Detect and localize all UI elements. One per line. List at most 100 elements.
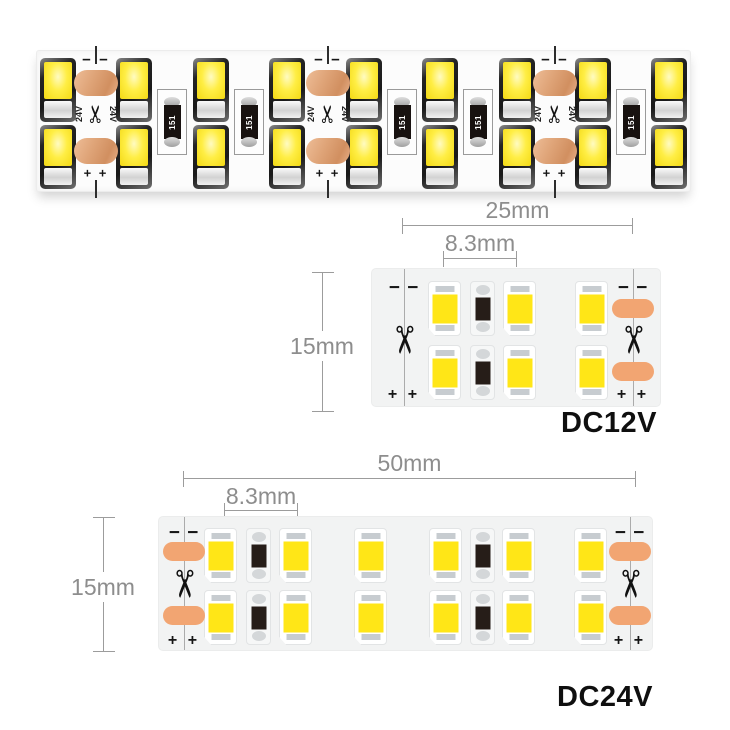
led-phosphor	[578, 541, 603, 570]
led-chip	[503, 281, 536, 336]
scissors-icon: ✂	[162, 568, 206, 600]
led-phosphor	[197, 62, 225, 99]
resistor-code: 151	[167, 114, 177, 130]
resistor: 151	[157, 89, 187, 155]
resistor-body	[475, 606, 490, 629]
scissors-icon: ✂	[382, 324, 426, 356]
resistor-cap	[241, 137, 257, 147]
resistor-body: 151	[469, 105, 487, 139]
cut-point: − − 24V ✂ 24V + +	[71, 46, 121, 198]
led-electrode	[350, 101, 378, 118]
led-phosphor	[579, 358, 604, 387]
led-phosphor	[507, 358, 532, 387]
led-chip	[116, 58, 152, 122]
resistor	[470, 345, 495, 400]
led-chip	[204, 590, 237, 645]
led-electrode	[273, 101, 301, 118]
led-chip	[502, 590, 535, 645]
led-electrode	[44, 168, 72, 185]
led-phosphor	[350, 129, 378, 166]
dimension-line-25mm	[402, 218, 633, 234]
resistor: 151	[387, 89, 417, 155]
resistor: 151	[234, 89, 264, 155]
scissors-icon: ✂	[611, 324, 655, 356]
led-chip	[429, 590, 462, 645]
resistor-cap	[394, 137, 410, 147]
cut-mark-line	[327, 46, 329, 64]
voltage-label-dc24v: DC24V	[557, 681, 653, 713]
led-chip	[422, 125, 458, 189]
dimension-label-15mm: 15mm	[286, 331, 358, 362]
copper-pad	[609, 542, 651, 561]
resistor-pad	[475, 285, 490, 295]
led-chip	[422, 58, 458, 122]
copper-pad	[609, 606, 651, 625]
cut-mark-line	[327, 180, 329, 198]
led-chip	[428, 345, 461, 400]
led-phosphor	[358, 541, 383, 570]
led-electrode	[426, 101, 454, 118]
resistor	[246, 590, 271, 645]
led-chip	[429, 528, 462, 583]
led-chip	[116, 125, 152, 189]
dimension-label-15mm: 15mm	[67, 572, 139, 603]
cut-mark-line	[554, 46, 556, 64]
resistor-body	[475, 361, 490, 384]
cut-point: − − 24V ✂ 24V + +	[530, 46, 580, 198]
polarity-minus-label: − −	[168, 522, 200, 544]
resistor-body: 151	[622, 105, 640, 139]
led-chip	[346, 58, 382, 122]
led-phosphor	[208, 603, 233, 632]
led-electrode	[655, 101, 683, 118]
led-chip	[574, 590, 607, 645]
dimension-label-8-3mm: 8.3mm	[225, 483, 297, 509]
dimension-label-50mm: 50mm	[377, 450, 442, 476]
resistor	[246, 528, 271, 583]
dc12v-strip-diagram: − − ✂ + + − − ✂ + +	[371, 268, 661, 407]
led-chip	[204, 528, 237, 583]
polarity-minus-label: − −	[314, 51, 342, 69]
resistor-cap	[623, 97, 639, 107]
led-electrode	[579, 168, 607, 185]
led-phosphor	[506, 541, 531, 570]
voltage-label-dc12v: DC12V	[561, 407, 657, 439]
polarity-minus-label: − −	[388, 277, 420, 299]
dimension-line-8-3mm	[224, 503, 298, 519]
resistor-body: 151	[240, 105, 258, 139]
resistor: 151	[616, 89, 646, 155]
led-electrode	[44, 101, 72, 118]
led-phosphor	[350, 62, 378, 99]
copper-pad	[163, 606, 205, 625]
resistor-pad	[475, 322, 490, 332]
led-phosphor	[44, 62, 72, 99]
led-electrode	[579, 101, 607, 118]
led-chip	[193, 58, 229, 122]
led-phosphor	[432, 358, 457, 387]
polarity-plus-label: + +	[315, 165, 341, 181]
led-phosphor	[579, 62, 607, 99]
resistor	[470, 590, 495, 645]
copper-pad	[306, 70, 350, 96]
resistor-body	[475, 544, 490, 567]
led-chip	[279, 590, 312, 645]
resistor-pad	[251, 569, 266, 579]
cut-point: − − 24V ✂ 24V + +	[303, 46, 353, 198]
led-phosphor	[120, 129, 148, 166]
led-electrode	[503, 101, 531, 118]
scissors-icon: ✂	[541, 103, 569, 125]
led-chip	[499, 58, 535, 122]
led-electrode	[426, 168, 454, 185]
led-chip	[575, 345, 608, 400]
resistor-pad	[475, 349, 490, 359]
led-electrode	[273, 168, 301, 185]
resistor-cap	[164, 137, 180, 147]
led-phosphor	[503, 62, 531, 99]
resistor-body	[251, 544, 266, 567]
led-phosphor	[426, 62, 454, 99]
led-electrode	[197, 168, 225, 185]
resistor-pad	[475, 631, 490, 641]
cut-line	[404, 269, 405, 406]
scissors-icon: ✂	[314, 103, 342, 125]
cut-mark-line	[554, 180, 556, 198]
